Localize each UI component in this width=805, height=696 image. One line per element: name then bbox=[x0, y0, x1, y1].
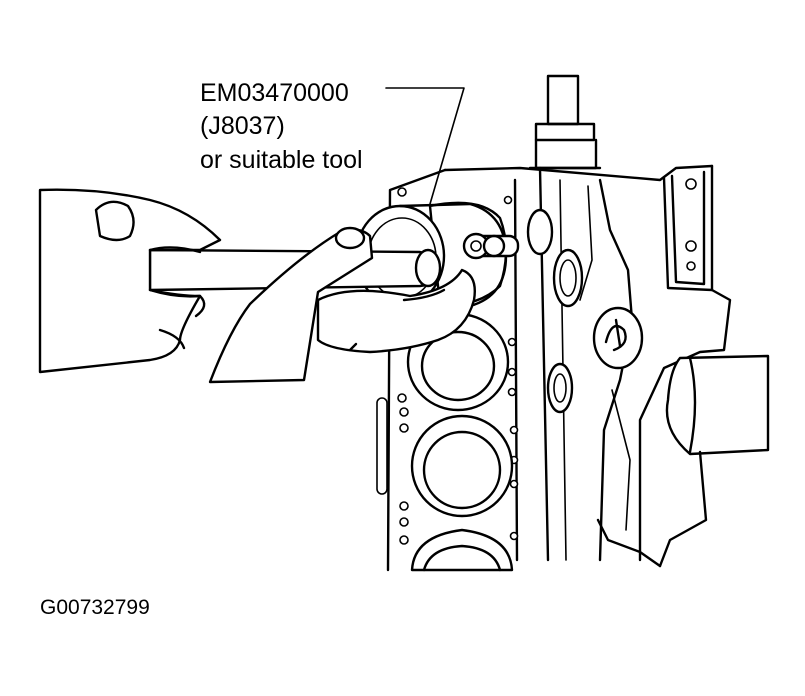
cylinder-bore-3 bbox=[410, 414, 514, 518]
cylinder-bore-4 bbox=[410, 528, 514, 572]
callout-line-alt-number: (J8037) bbox=[200, 112, 285, 140]
left-hand-arm bbox=[38, 188, 222, 374]
callout-line-suitable-tool: or suitable tool bbox=[200, 146, 363, 174]
callout-line-part-number: EM03470000 bbox=[200, 79, 349, 107]
right-hand bbox=[208, 226, 476, 384]
tool-callout: EM03470000 (J8037) or suitable tool bbox=[200, 79, 465, 205]
shaft-top bbox=[546, 74, 580, 126]
figure-id: G00732799 bbox=[40, 596, 150, 619]
callout-leader-line bbox=[385, 87, 465, 205]
